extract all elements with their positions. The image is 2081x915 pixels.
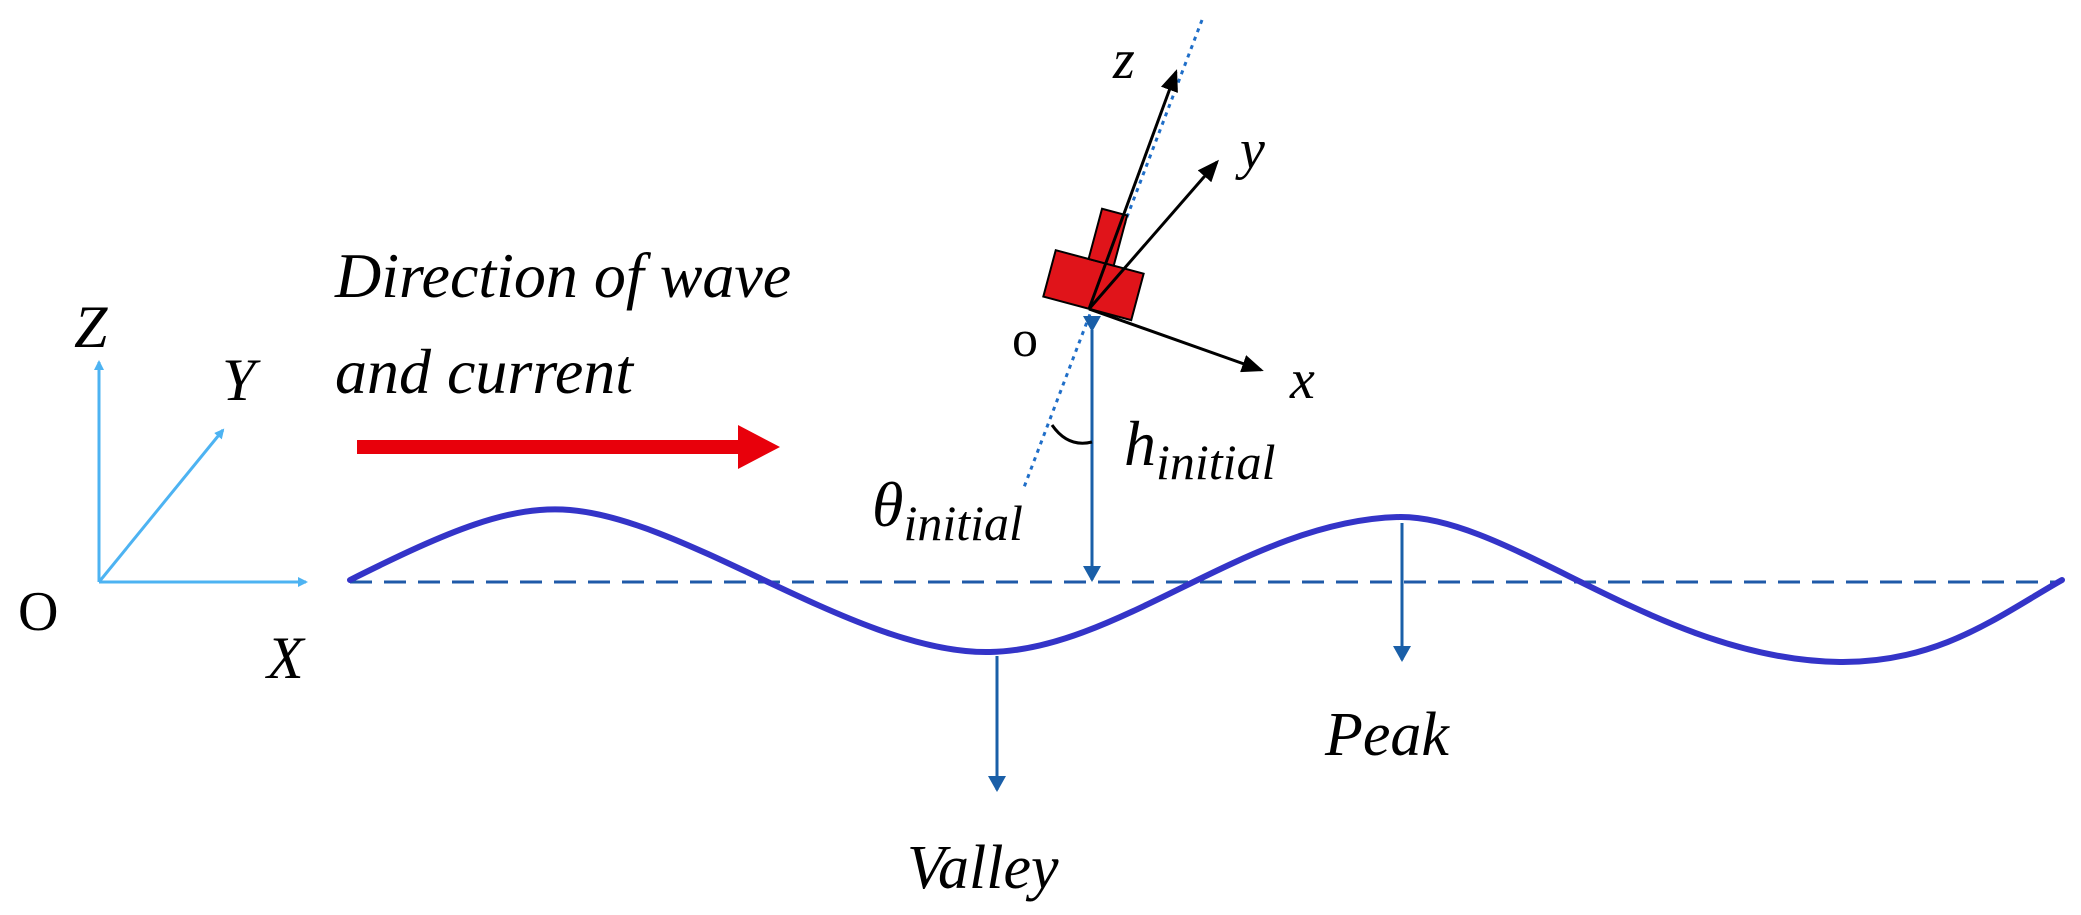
global-origin-label: O (18, 581, 58, 643)
flow-label-line1: Direction of wave (334, 240, 791, 311)
height-subscript: initial (1156, 434, 1275, 490)
valley-label: Valley (907, 834, 1059, 902)
global-axes: O X Z Y (18, 294, 308, 691)
body-x-axis (1088, 307, 1264, 373)
body-z-label: z (1112, 29, 1135, 91)
global-y-axis (97, 428, 225, 583)
floating-body (1042, 207, 1145, 322)
body-y-label: y (1235, 119, 1265, 181)
valley-marker: Valley (907, 656, 1059, 902)
peak-marker: Peak (1324, 523, 1450, 769)
angle-label: θinitial (872, 469, 1023, 551)
angle-arc (1050, 424, 1093, 445)
height-symbol: h (1124, 408, 1156, 479)
peak-label: Peak (1324, 701, 1450, 769)
angle-subscript: initial (903, 495, 1022, 551)
body-y-axis (1087, 159, 1219, 310)
height-label: hinitial (1124, 408, 1275, 490)
flow-label-line2: and current (335, 336, 635, 407)
body-z-axis (1087, 69, 1178, 310)
body-frame: z y x o hinitial θinitial (872, 19, 1315, 582)
body-top (1087, 207, 1129, 267)
global-z-label: Z (74, 294, 108, 360)
flow-arrow-shaft (357, 440, 742, 454)
flow-direction: Direction of wave and current (334, 240, 791, 469)
wave-curve (347, 506, 2065, 666)
global-y-label: Y (222, 347, 261, 413)
angle-symbol: θ (872, 469, 903, 540)
global-x-label: X (265, 625, 306, 691)
body-axis-dotted (1021, 19, 1204, 491)
body-x-label: x (1289, 349, 1315, 411)
flow-arrow-head (738, 425, 780, 469)
body-origin-label: o (1012, 311, 1038, 368)
